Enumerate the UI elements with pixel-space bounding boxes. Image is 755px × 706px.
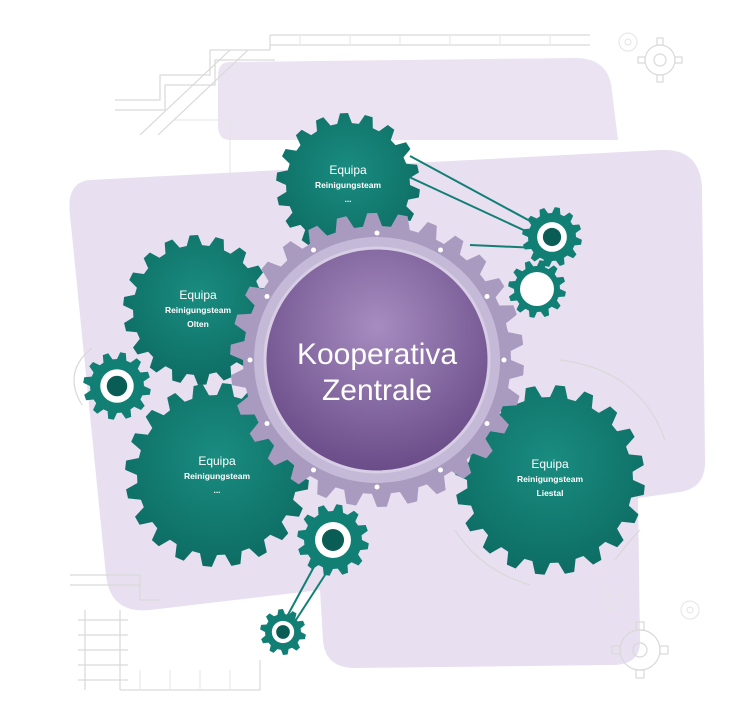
small-cog-top-right-hub bbox=[542, 227, 562, 247]
outline-gear-icon bbox=[598, 586, 622, 610]
center-title-line1: Kooperativa bbox=[297, 338, 457, 371]
central-gear-dot bbox=[247, 357, 253, 363]
team-label-olten: Equipa Reinigungsteam Olten bbox=[165, 288, 232, 329]
outline-gear-icon bbox=[611, 621, 669, 679]
team-subtitle: Reinigungsteam bbox=[517, 474, 584, 484]
central-gear-dot bbox=[484, 421, 490, 426]
central-gear-dot bbox=[264, 294, 270, 299]
team-gear-top bbox=[276, 113, 420, 257]
team-location: ... bbox=[344, 194, 351, 204]
team-location: Liestal bbox=[537, 488, 564, 498]
outline-gear-icon bbox=[637, 37, 683, 83]
team-subtitle: Reinigungsteam bbox=[184, 471, 251, 481]
small-cog-bottom-small-hub bbox=[276, 625, 290, 639]
central-gear-dot bbox=[264, 421, 270, 426]
team-title: Equipa bbox=[531, 457, 569, 471]
outline-gear-icon bbox=[680, 600, 700, 620]
central-gear-dot bbox=[311, 467, 316, 473]
center-label: Kooperativa Zentrale bbox=[297, 338, 457, 407]
outline-gear-icon bbox=[618, 32, 638, 52]
team-location: ... bbox=[213, 485, 220, 495]
team-label-bottom-left: Equipa Reinigungsteam ... bbox=[184, 454, 251, 495]
central-gear-dot bbox=[501, 357, 507, 363]
bg-shape-top bbox=[218, 58, 618, 140]
central-gear-dot bbox=[484, 294, 490, 299]
small-cog-left-hub bbox=[106, 375, 128, 397]
central-gear-dot bbox=[438, 247, 443, 253]
central-gear-hub bbox=[263, 246, 491, 474]
central-gear-dot bbox=[374, 484, 380, 490]
central-gear-dot bbox=[374, 230, 380, 236]
team-location: Olten bbox=[187, 319, 209, 329]
team-subtitle: Reinigungsteam bbox=[315, 180, 382, 190]
team-label-top: Equipa Reinigungsteam ... bbox=[315, 163, 382, 204]
gears-layer bbox=[83, 113, 645, 655]
team-labels: Equipa Reinigungsteam ... Equipa Reinigu… bbox=[165, 163, 584, 498]
small-cog-ring-center bbox=[520, 272, 554, 306]
team-label-liestal: Equipa Reinigungsteam Liestal bbox=[517, 457, 584, 498]
team-title: Equipa bbox=[198, 454, 236, 468]
small-cog-bottom-hub bbox=[321, 528, 345, 552]
central-gear-dot bbox=[311, 247, 316, 253]
team-subtitle: Reinigungsteam bbox=[165, 305, 232, 315]
sketch-background bbox=[70, 32, 700, 691]
central-gear-dot bbox=[438, 467, 443, 473]
center-title-line2: Zentrale bbox=[322, 374, 432, 407]
team-title: Equipa bbox=[329, 163, 367, 177]
team-title: Equipa bbox=[179, 288, 217, 302]
